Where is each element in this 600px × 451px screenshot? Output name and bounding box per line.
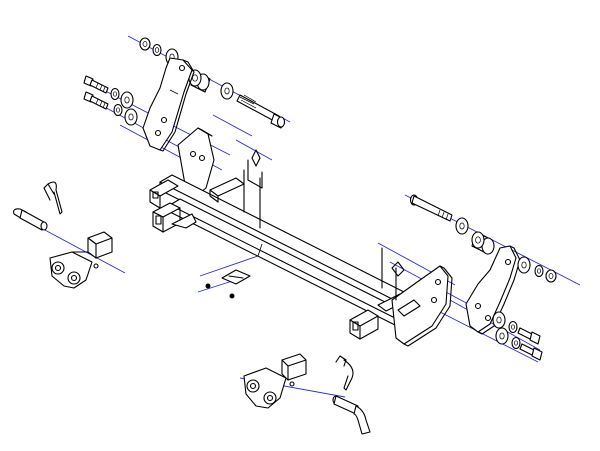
main-crossbar <box>149 127 453 347</box>
left-hitch-pin <box>13 208 48 231</box>
right-tow-tab <box>243 353 307 409</box>
right-tow-assembly <box>243 353 371 435</box>
hex-bolt-icon <box>83 91 109 110</box>
right-mounting-bracket <box>465 245 521 335</box>
lock-washer-icon <box>152 43 162 57</box>
left-hairpin-clip <box>43 181 63 215</box>
flat-washer-icon <box>220 82 234 100</box>
center-clip-plate <box>205 243 263 299</box>
left-tow-assembly <box>13 181 113 289</box>
top-left-hardware <box>83 37 286 129</box>
flat-washer-icon <box>492 311 506 329</box>
flat-washer-icon <box>495 327 509 345</box>
hex-bolt-icon <box>519 343 543 361</box>
left-mounting-bracket <box>142 57 195 152</box>
spacer-sleeve-icon <box>471 231 495 255</box>
hex-nut-icon <box>545 269 557 283</box>
flat-washer-icon <box>517 256 531 274</box>
lock-washer-icon <box>110 87 120 101</box>
right-hitch-pin <box>332 395 371 435</box>
lock-washer-icon <box>511 336 521 350</box>
hex-nut-icon <box>139 37 151 51</box>
long-bolt-icon <box>409 194 453 222</box>
left-tow-tab <box>49 231 113 289</box>
flat-washer-icon <box>455 217 469 235</box>
right-hardware <box>409 194 557 361</box>
lock-washer-icon <box>113 103 123 117</box>
lock-washer-icon <box>508 320 518 334</box>
hex-bolt-icon <box>517 327 541 345</box>
long-bolt-icon <box>236 94 286 129</box>
spacer-sleeve-icon <box>188 69 211 93</box>
hex-bolt-icon <box>83 75 109 94</box>
right-hairpin-clip <box>335 355 354 391</box>
lock-washer-icon <box>534 264 544 278</box>
flat-washer-icon <box>120 91 134 109</box>
flat-washer-icon <box>124 108 138 126</box>
